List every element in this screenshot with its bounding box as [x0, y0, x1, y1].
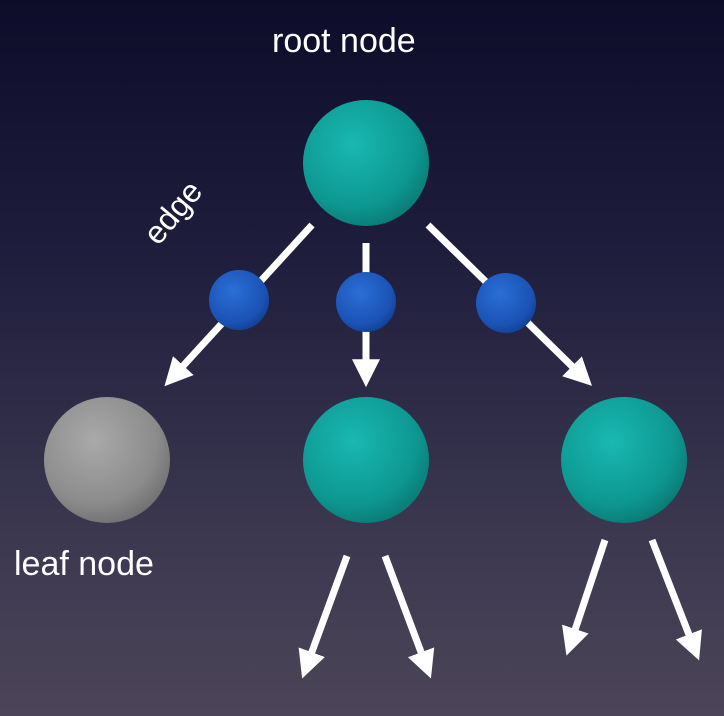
edge-marker-left: [209, 270, 269, 330]
edge-right-down-right: [648, 538, 702, 661]
edge-marker-right: [476, 273, 536, 333]
child-edges: [298, 538, 702, 679]
root-node-label: root node: [272, 22, 416, 60]
leaf-node-label: leaf node: [14, 545, 154, 583]
child-node-middle: [303, 397, 429, 523]
edge-middle-down-left: [298, 554, 351, 679]
edge-marker-middle: [336, 272, 396, 332]
child-node-right: [561, 397, 687, 523]
edge-middle-down-right: [381, 554, 435, 679]
leaf-node: [44, 397, 170, 523]
root-node: [303, 100, 429, 226]
edge-right-down-left: [562, 538, 609, 656]
